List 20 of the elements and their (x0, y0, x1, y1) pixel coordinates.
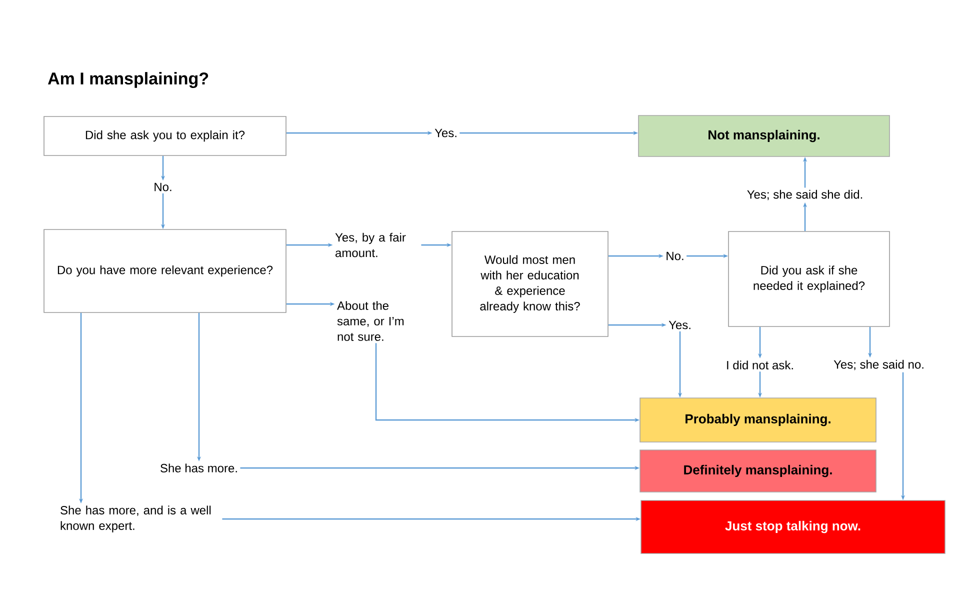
answer-text: No. (154, 182, 172, 192)
result-box: Probably mansplaining. (640, 398, 876, 442)
answer-text: Yes, by a fair amount. (335, 232, 406, 258)
answer-text: She has more, and is a well known expert. (60, 506, 211, 532)
answer-text: Yes; she said no. (834, 360, 924, 370)
question-box: Would most men with her education & experience already know this? (452, 231, 608, 337)
answer-text: Yes; she said she did. (747, 190, 862, 200)
question-box: Did you ask if she needed it explained? (728, 231, 890, 327)
question-box: Do you have more relevant experience? (44, 229, 286, 313)
result-box: Just stop talking now. (640, 500, 946, 554)
question-box: Did she ask you to explain it? (44, 116, 286, 156)
result-box: Not mansplaining. (638, 115, 890, 157)
answer-text: I did not ask. (727, 360, 793, 370)
answer-text: No. (666, 252, 684, 260)
title: Am I mansplaining? (48, 72, 208, 88)
result-box: Definitely mansplaining. (640, 450, 876, 492)
answer-text: Yes. (434, 128, 456, 138)
answer-text: About the same, or I’m not sure. (337, 301, 404, 341)
answer-text: She has more. (160, 464, 237, 472)
answer-text: Yes. (668, 320, 690, 330)
